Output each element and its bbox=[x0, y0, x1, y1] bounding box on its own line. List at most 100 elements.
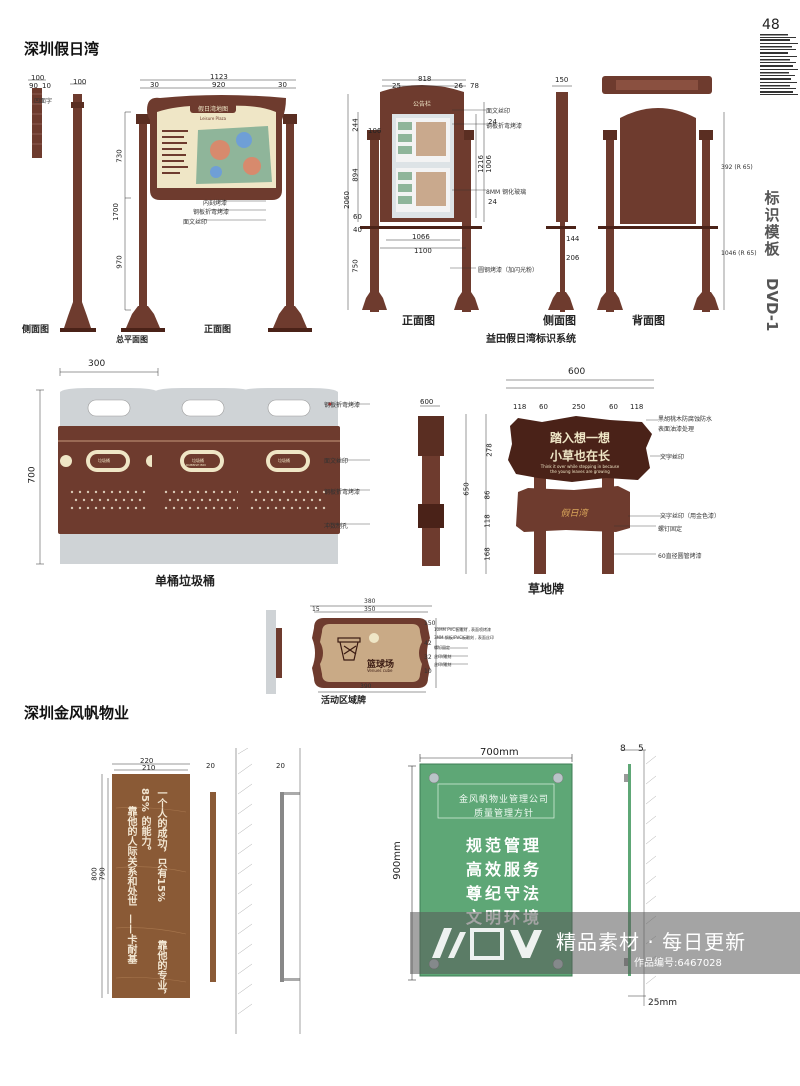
side-subtitle: DVD-1 bbox=[763, 278, 781, 332]
grass-dim-e: 118 bbox=[630, 403, 644, 411]
sign2-board-title: 公告栏 bbox=[413, 100, 431, 108]
grass-dim-d: 60 bbox=[609, 403, 618, 411]
grass-dim-v4: 168 bbox=[483, 547, 492, 561]
basketball-hoop-icon bbox=[337, 637, 361, 661]
sign2-back bbox=[597, 76, 719, 312]
bin-dim-width: 300 bbox=[88, 359, 106, 369]
grass-dim-a: 118 bbox=[513, 403, 527, 411]
activity-dim-top-3: 15 bbox=[312, 606, 320, 613]
sign1-note-3: 面文丝印 bbox=[183, 219, 208, 226]
activity-note-5: 丝印/雕刻 bbox=[434, 662, 452, 667]
sign2-note-3: 8MM 钢化玻璃 bbox=[486, 189, 527, 196]
sign2-dim-v5: 40 bbox=[353, 226, 362, 234]
wood-quote-line-e: 的能力。 bbox=[139, 816, 150, 856]
sign1-left-note: 凹面字 bbox=[34, 98, 53, 105]
grass-note-4: 文字丝印（用金色漆） bbox=[660, 513, 721, 520]
activity-name: 篮球场 bbox=[367, 660, 395, 670]
sign2-side-label: 侧面图 bbox=[543, 314, 576, 327]
activity-dim-bottom: 390 bbox=[360, 683, 372, 690]
sign1-board: 假日湾地图 Leisure Plaza bbox=[147, 95, 286, 200]
grass-note-3: 文字丝印 bbox=[660, 454, 685, 461]
wood-quote-line-a: 一个人的成功，只有15% bbox=[155, 788, 166, 902]
sign1-front-label: 正面图 bbox=[204, 325, 232, 335]
sign2-side-dim-top: 150 bbox=[555, 76, 569, 84]
sign2-back-dim-1: 392 (R 65) bbox=[721, 164, 753, 171]
grass-dim-b: 60 bbox=[539, 403, 548, 411]
sign1-side-dim-c: 10 bbox=[42, 82, 51, 90]
sign1-board-title: 假日湾地图 bbox=[198, 105, 228, 113]
glass-side-dim-a: 8 bbox=[620, 744, 626, 754]
grass-label: 草地牌 bbox=[528, 582, 565, 596]
sign2-drawings: 公告栏 bbox=[347, 76, 725, 312]
sign2-front: 公告栏 bbox=[360, 85, 482, 312]
sign1-side-post bbox=[60, 83, 96, 332]
grass-en-1: Think it over while stepping in because bbox=[540, 464, 620, 469]
wood-plaque-drawing bbox=[101, 748, 301, 1034]
sign1-front-posts bbox=[121, 114, 312, 332]
sign2-back-dim-2: 1046 (R 65) bbox=[721, 250, 757, 257]
sign2-dim-a: 25 bbox=[392, 82, 401, 90]
bin-badge-1: 垃圾桶 bbox=[98, 458, 110, 463]
activity-label: 活动区域牌 bbox=[321, 696, 367, 706]
sign1-dim-margin-left: 30 bbox=[150, 81, 159, 89]
sign2-side-dim-b1: 144 bbox=[566, 235, 580, 243]
activity-note-3: 螺钉固定 bbox=[434, 645, 450, 650]
sign1-side-profile bbox=[28, 79, 46, 158]
sign1-note-2: 钢板折弯烤漆 bbox=[193, 209, 230, 216]
activity-dim-right-3: 32 bbox=[424, 654, 432, 661]
wood-rail-dim-a: 20 bbox=[276, 762, 285, 770]
watermark-sub: 作品编号:6467028 bbox=[634, 958, 722, 969]
glass-side-dim-b: 5 bbox=[638, 744, 644, 754]
grass-note-1: 黑胡桃木防腐蚀防水 bbox=[658, 416, 713, 423]
sign2-dim-v4: 750 bbox=[351, 259, 360, 273]
sign1-dim-v3: 970 bbox=[115, 255, 124, 269]
bin-badge-2: 垃圾桶 bbox=[192, 458, 204, 463]
sign2-dim-bottom-inner: 1066 bbox=[412, 233, 430, 241]
grass-en-2: the young leaves are growing bbox=[550, 469, 610, 474]
sign2-note-4: 圆钢烤漆（加闪光粉） bbox=[478, 267, 539, 274]
sign2-dim-bottom-outer: 1100 bbox=[414, 247, 432, 255]
glass-dim-height: 900mm bbox=[391, 841, 403, 880]
grass-line-2: 小草也在长 bbox=[550, 448, 611, 463]
grass-front-view: 踏入想一想 小草也在长 Think it over while stepping… bbox=[508, 416, 652, 574]
grass-dim-v3: 118 bbox=[483, 514, 492, 528]
sign2-dim-right-4: 24 bbox=[488, 198, 497, 206]
glass-dim-width: 700mm bbox=[480, 747, 519, 758]
glass-line-1: 规范管理 bbox=[465, 836, 542, 855]
grass-line-1: 踏入想一想 bbox=[550, 430, 610, 445]
glass-header-2: 质量管理方针 bbox=[473, 809, 534, 819]
sign2-back-label: 背面图 bbox=[632, 314, 665, 327]
grass-sign-drawing: 踏入想一想 小草也在长 Think it over while stepping… bbox=[418, 379, 676, 574]
sign1-dim-v1: 730 bbox=[115, 149, 124, 163]
bin-badge-sub: RUBBISH BIN bbox=[186, 463, 206, 467]
barcode-icon bbox=[760, 34, 798, 95]
sign2-dim-v3: 2060 bbox=[342, 191, 351, 209]
grass-note-6: 60直径圆管烤漆 bbox=[658, 553, 702, 560]
glass-header-1: 金风帆物业管理公司 bbox=[458, 795, 549, 805]
watermark-logo-icon bbox=[432, 928, 542, 960]
grass-note-5: 螺钉固定 bbox=[658, 526, 683, 533]
grass-dim-total: 650 bbox=[462, 482, 471, 496]
grass-note-2: 表面油漆处理 bbox=[658, 426, 695, 433]
sign2-front-label: 正面图 bbox=[402, 314, 435, 327]
wood-quote-line-c: 85% bbox=[139, 788, 150, 812]
sign2-dim-right-1: 1216 bbox=[476, 155, 485, 173]
activity-dim-right-4: 10 bbox=[424, 668, 432, 675]
bin-2 bbox=[152, 388, 254, 564]
bin-badge-3: 垃圾桶 bbox=[278, 458, 290, 463]
glass-line-3: 尊纪守法 bbox=[465, 884, 542, 903]
wood-quote-author: ——卡耐基 bbox=[125, 914, 136, 964]
bin-dim-height: 700 bbox=[27, 466, 38, 484]
activity-dim-top-2: 350 bbox=[364, 606, 376, 613]
sign1-plan-label: 总平面图 bbox=[116, 335, 148, 344]
grass-side-view bbox=[418, 416, 444, 566]
sign2-left-small: 106 bbox=[368, 127, 382, 135]
activity-note-1: 10MM PVC板雕刻 , 表面喷烤漆 bbox=[434, 627, 492, 632]
activity-sign-drawing bbox=[266, 605, 468, 694]
bin-note-4: 冲数制孔 bbox=[324, 523, 349, 530]
glass-side-dim-bottom: 25mm bbox=[648, 998, 677, 1008]
activity-note-2: 3MM 钢板/PVC板雕刻 , 表面丝印 bbox=[434, 635, 494, 640]
grass-dim-width: 600 bbox=[568, 367, 586, 377]
sign2-dim-b: 26 bbox=[454, 82, 463, 90]
sign1-drawings: 假日湾地图 Leisure Plaza bbox=[28, 79, 312, 332]
